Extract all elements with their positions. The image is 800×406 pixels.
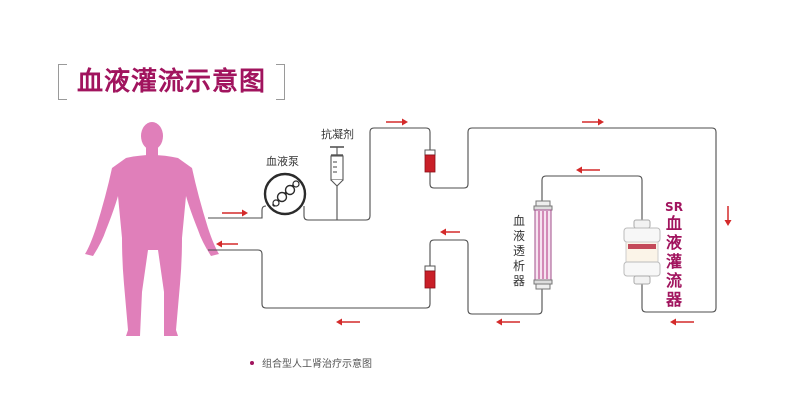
title-bracket-left [58,64,67,100]
syringe-icon [330,146,344,187]
title-bracket-right [276,64,286,100]
label-char: 器 [665,290,682,309]
label-char: 流 [665,271,682,290]
flow-arrow-icon [216,240,238,248]
label-char: 析 [512,259,525,273]
tubing-pump-to-anticoagulant [303,127,717,313]
label-char: 器 [512,274,525,288]
tubing-outflow [208,205,267,219]
flow-arrow-icon [576,166,600,174]
label-char: 液 [665,233,682,252]
perfusion-code: SR [665,200,683,214]
page-title: 血液灌流示意图 [77,67,267,97]
perfusion-cartridge-icon [623,219,661,285]
perfusion-label: SR 血液灌流器 [664,200,684,309]
drip-chamber-upper-icon [424,149,436,173]
anticoagulant-label: 抗凝剂 [321,128,354,141]
caption: 组合型人工肾治疗示意图 [250,355,372,370]
drip-chamber-lower-icon [424,265,436,289]
caption-text: 组合型人工肾治疗示意图 [262,359,372,370]
flow-arrow-icon [724,206,732,226]
dialyzer-icon [533,200,553,290]
tubing-return [208,239,543,315]
flow-arrow-icon [496,318,520,326]
title-box: 血液灌流示意图 [58,62,286,102]
tubing-circuit [208,127,717,315]
human-silhouette-icon [85,122,219,336]
flow-arrow-icon [386,118,408,126]
pump-label: 血液泵 [266,155,299,168]
tubing-perfusion-to-dialyzer [541,175,643,226]
flow-arrow-icon [670,318,694,326]
label-char: 血 [665,214,682,233]
label-char: 透 [512,244,525,258]
flow-arrow-icon [582,118,604,126]
label-char: 灌 [665,252,682,271]
label-char: 液 [512,229,525,243]
flow-arrow-icon [336,318,360,326]
perfusion-name: 血液灌流器 [664,214,684,309]
flow-arrow-icon [440,228,460,236]
blood-pump-icon [263,172,307,216]
dialyzer-label: 血液透析器 [512,214,526,289]
flow-arrow-icon [222,209,248,217]
caption-bullet-icon [250,360,254,365]
label-char: 血 [512,214,525,228]
flow-arrows [216,118,732,326]
